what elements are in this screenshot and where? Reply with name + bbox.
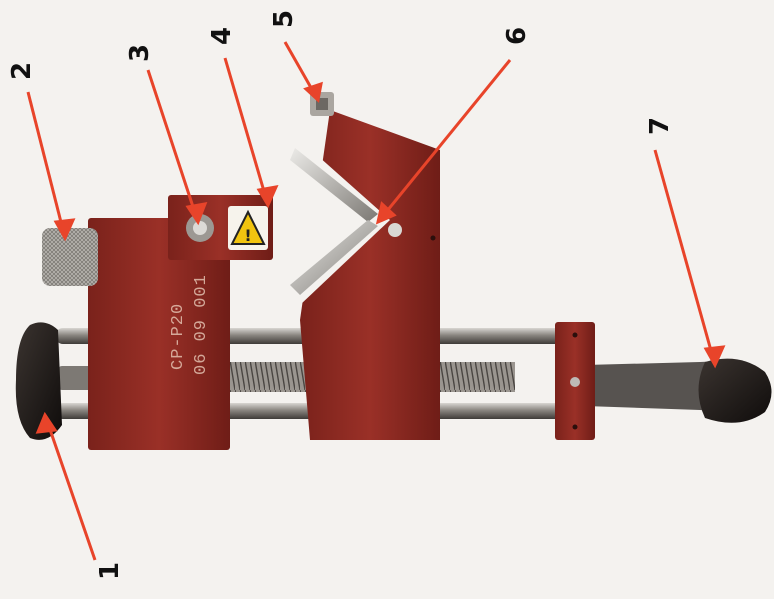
callout-5: 5 bbox=[269, 10, 299, 28]
engraving-line-2: 06 09 001 bbox=[192, 274, 211, 375]
left-knob bbox=[15, 322, 62, 440]
svg-text:!: ! bbox=[244, 226, 251, 245]
warning-triangle-icon: ! bbox=[228, 206, 268, 250]
callout-arrows bbox=[26, 41, 726, 561]
callout-3: 3 bbox=[125, 44, 155, 62]
callout-7: 7 bbox=[645, 117, 675, 135]
callout-4: 4 bbox=[207, 27, 237, 45]
callout-1: 1 bbox=[95, 562, 125, 580]
handle-shaft bbox=[585, 361, 735, 411]
callout-2: 2 bbox=[7, 62, 37, 80]
engraving-line-1: CP-P20 bbox=[169, 303, 188, 370]
callout-6: 6 bbox=[502, 27, 532, 45]
knurled-knob bbox=[42, 228, 98, 286]
v-block-clamp bbox=[290, 92, 440, 440]
fixed-block bbox=[88, 218, 230, 450]
handle-knob bbox=[698, 358, 772, 423]
